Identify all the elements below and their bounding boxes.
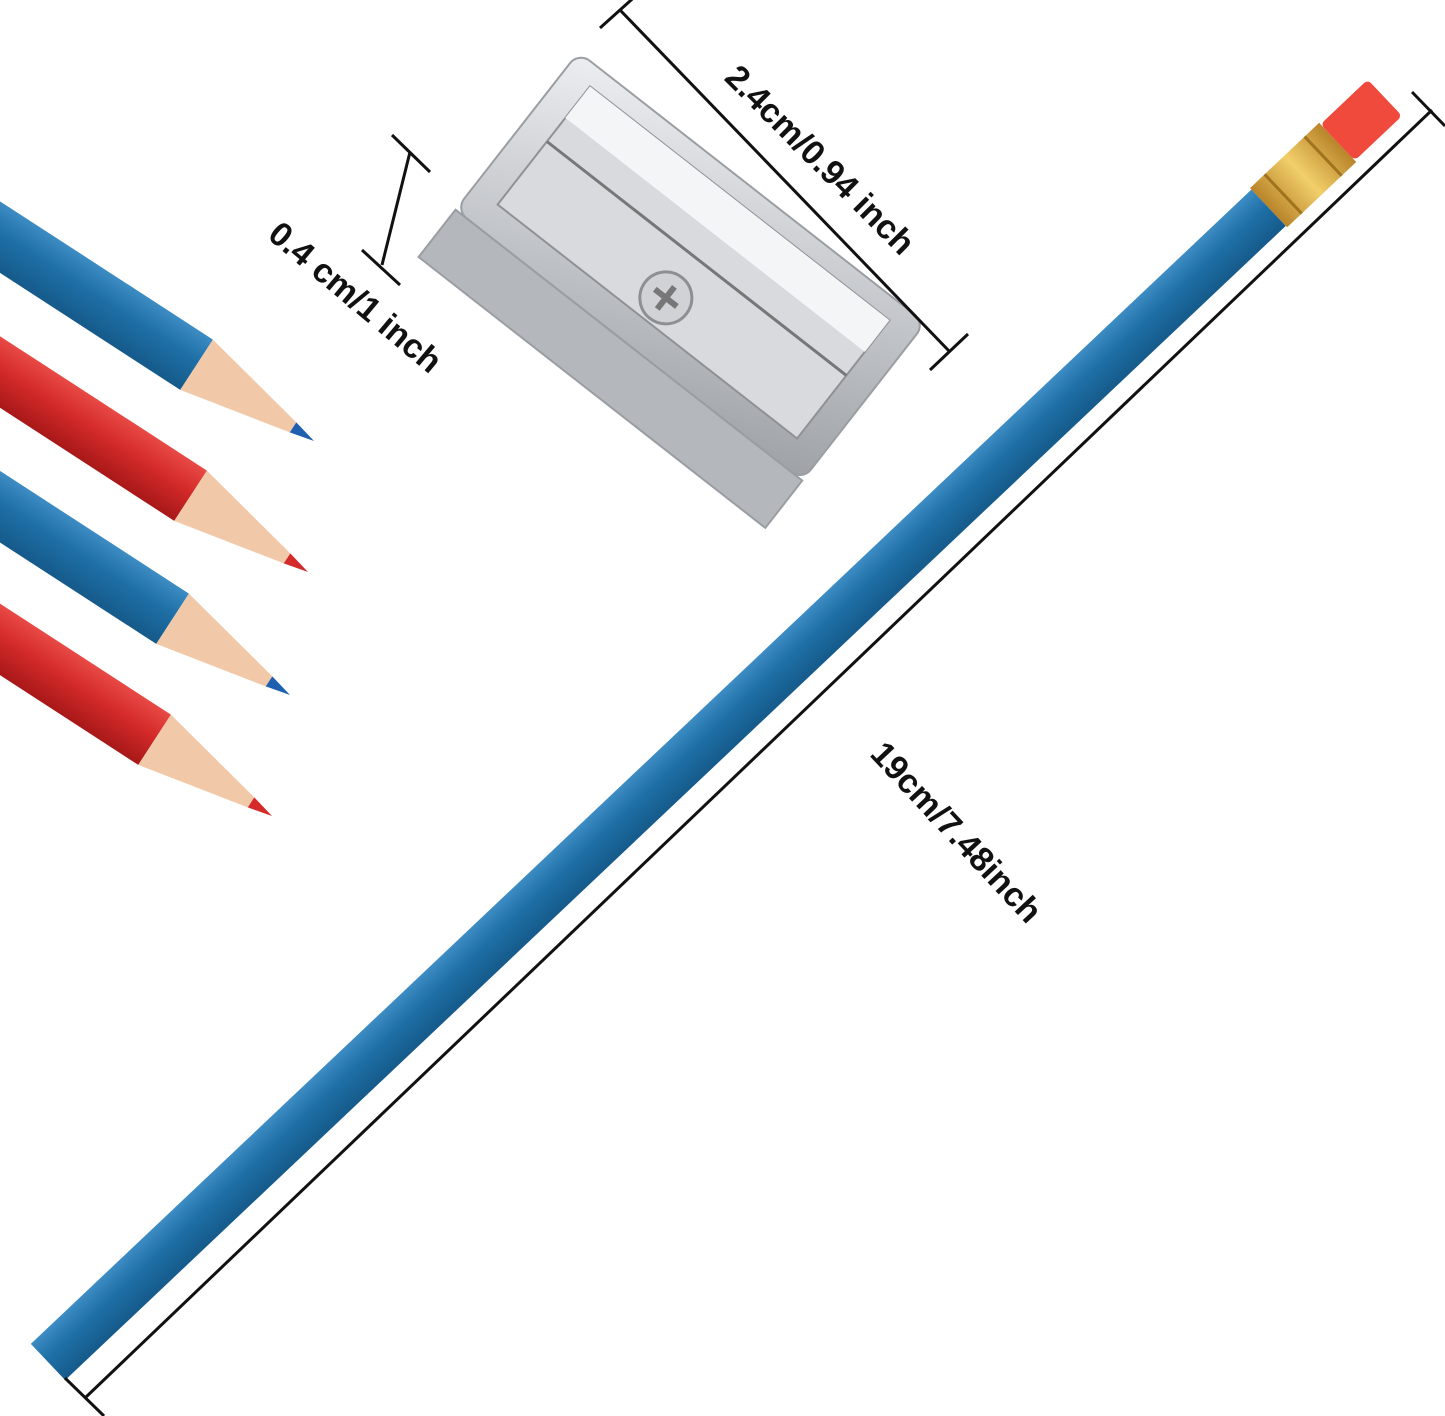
small-pencil-blue-1 bbox=[0, 110, 314, 441]
dimension-lines bbox=[63, 0, 1445, 1416]
pencil-sharpener bbox=[417, 56, 921, 530]
sharpener-height-label: 0.4 cm/1 inch bbox=[261, 214, 449, 380]
small-pencil-red-1 bbox=[0, 241, 308, 572]
small-pencil-red-2 bbox=[0, 485, 272, 816]
large-pencil bbox=[30, 81, 1401, 1381]
pencil-length-label: 19cm/7.48inch bbox=[863, 735, 1049, 931]
small-pencil-blue-2 bbox=[0, 364, 290, 695]
